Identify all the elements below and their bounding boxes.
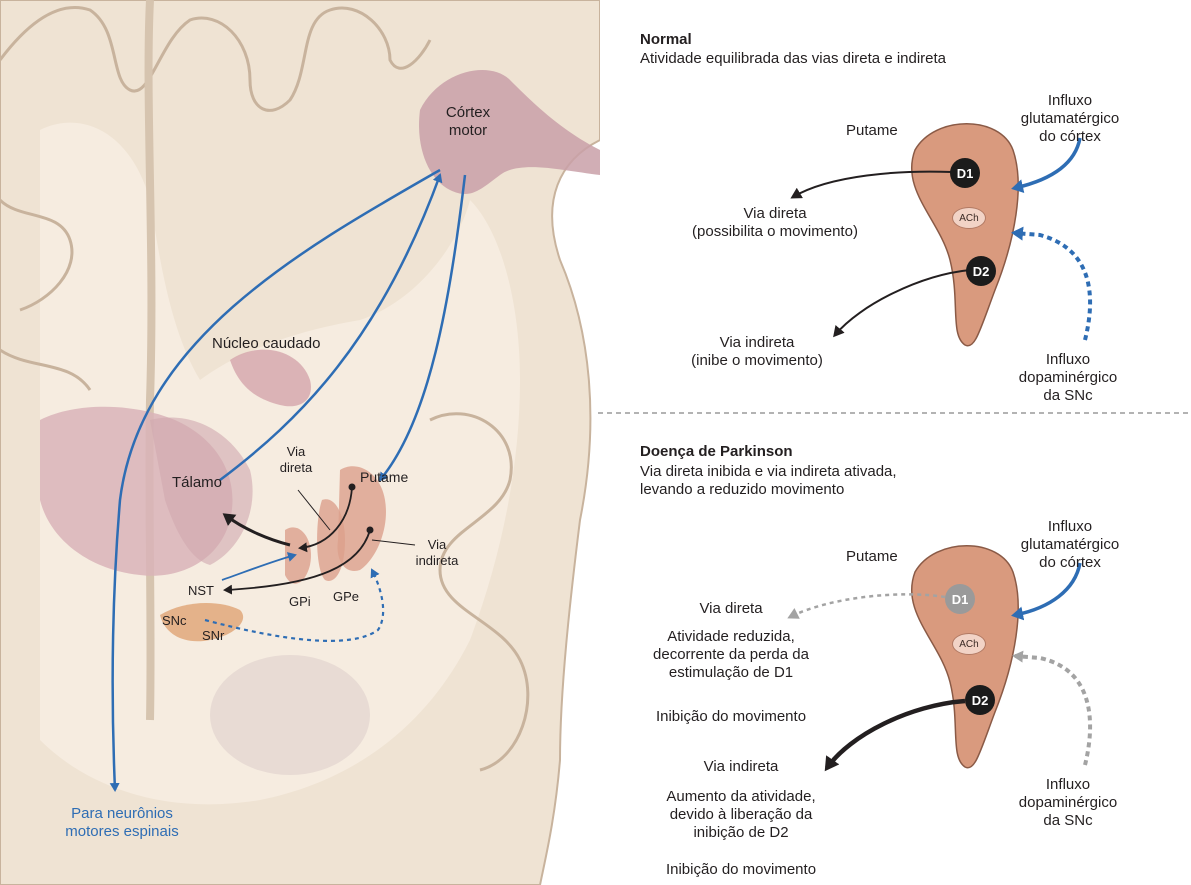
label-via-indireta-brain: Via indireta bbox=[416, 537, 459, 569]
parkinson-direct-arrow bbox=[790, 594, 945, 617]
parkinson-via-direta-desc: Atividade reduzida, decorrente da perda … bbox=[653, 628, 809, 682]
parkinson-via-direta-title: Via direta bbox=[699, 600, 762, 618]
indirect-pathway-origin bbox=[367, 527, 374, 534]
label-cortex-motor: Córtex motor bbox=[446, 104, 490, 140]
label-via-direta-brain: Via direta bbox=[280, 444, 313, 476]
parkinson-d1-node: D1 bbox=[945, 584, 975, 614]
parkinson-glut-label: Influxo glutamatérgico do córtex bbox=[1010, 518, 1131, 572]
label-gpi: GPi bbox=[289, 594, 311, 610]
label-nucleo-caudado: Núcleo caudado bbox=[212, 335, 320, 353]
normal-via-direta-label: Via direta (possibilita o movimento) bbox=[692, 205, 858, 241]
normal-subtitle: Atividade equilibrada das vias direta e … bbox=[640, 50, 946, 68]
normal-direct-arrow bbox=[793, 172, 952, 197]
label-gpe: GPe bbox=[333, 589, 359, 605]
parkinson-via-indireta-desc: Aumento da atividade, devido à liberação… bbox=[666, 788, 815, 842]
lower-gray-region bbox=[210, 655, 370, 775]
label-nst: NST bbox=[188, 583, 214, 599]
midline-fissure bbox=[149, 0, 152, 720]
normal-dopa-label: Influxo dopaminérgico da SNc bbox=[1007, 351, 1130, 405]
brain-section-illustration bbox=[0, 0, 600, 885]
normal-glut-label: Influxo glutamatérgico do córtex bbox=[1010, 92, 1131, 146]
normal-indirect-arrow bbox=[835, 270, 970, 335]
label-snc: SNc bbox=[162, 613, 187, 629]
parkinson-indirect-arrow bbox=[827, 701, 965, 768]
parkinson-d2-node: D2 bbox=[965, 685, 995, 715]
parkinson-subtitle: Via direta inibida e via indireta ativad… bbox=[640, 463, 897, 499]
putamen-parkinson bbox=[912, 546, 1019, 768]
normal-putame-label: Putame bbox=[846, 122, 898, 140]
parkinson-putame-label: Putame bbox=[846, 548, 898, 566]
parkinson-ach-node: ACh bbox=[952, 633, 986, 655]
label-spinal-output: Para neurônios motores espinais bbox=[65, 805, 178, 841]
normal-d1-node: D1 bbox=[950, 158, 980, 188]
normal-title: Normal bbox=[640, 31, 692, 49]
parkinson-via-direta-effect: Inibição do movimento bbox=[656, 708, 806, 726]
label-snr: SNr bbox=[202, 628, 224, 644]
parkinson-dopa-arrow bbox=[1015, 656, 1090, 765]
parkinson-via-indireta-effect: Inibição do movimento bbox=[666, 861, 816, 879]
normal-ach-node: ACh bbox=[952, 207, 986, 229]
direct-pathway-origin bbox=[349, 484, 356, 491]
normal-via-indireta-label: Via indireta (inibe o movimento) bbox=[691, 334, 823, 370]
parkinson-dopa-label: Influxo dopaminérgico da SNc bbox=[1007, 776, 1130, 830]
normal-d2-node: D2 bbox=[966, 256, 996, 286]
label-putame-brain: Putame bbox=[360, 468, 408, 486]
parkinson-title: Doença de Parkinson bbox=[640, 443, 793, 461]
label-talamo: Tálamo bbox=[172, 474, 222, 492]
normal-dopa-arrow bbox=[1015, 233, 1090, 340]
parkinson-via-indireta-title: Via indireta bbox=[704, 758, 779, 776]
